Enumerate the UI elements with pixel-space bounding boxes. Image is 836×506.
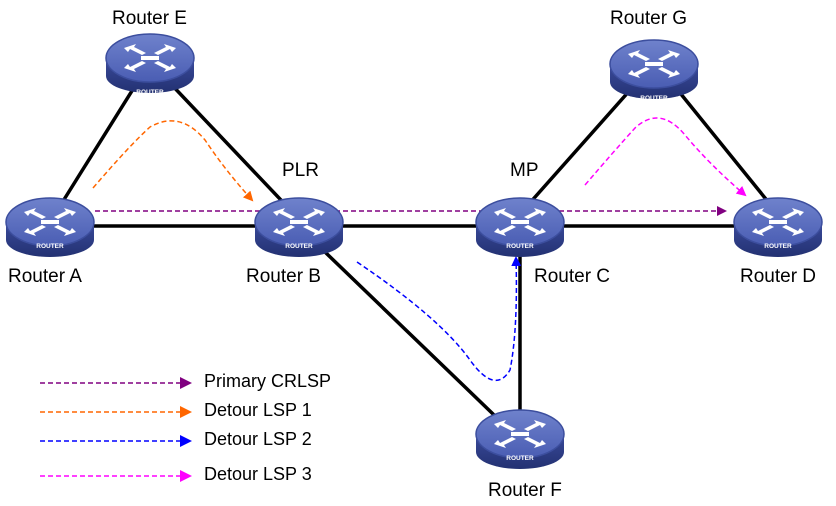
legend-detour-2-label: Detour LSP 2 <box>204 429 312 449</box>
router-g-node: ROUTER <box>609 39 699 102</box>
legend-primary-label: Primary CRLSP <box>204 371 332 391</box>
router-e-node: ROUTER <box>105 33 195 96</box>
router-f-label: Router F <box>488 480 562 501</box>
mp-role-label: MP <box>510 160 539 181</box>
router-b-label: Router B <box>246 266 321 287</box>
router-f-node: ROUTER <box>475 409 565 470</box>
detour-lsp-3-path <box>584 117 747 197</box>
legend-detour-2-arrow <box>40 435 192 447</box>
detour-lsp-2-path <box>356 256 522 382</box>
router-a-label: Router A <box>8 266 82 287</box>
legend-detour-1-arrow <box>40 406 192 418</box>
router-d-label: Router D <box>740 266 817 287</box>
router-g-label: Router G <box>610 8 688 29</box>
router-e-label: Router E <box>112 8 187 29</box>
plr-role-label: PLR <box>282 160 319 181</box>
router-d-badge: ROUTER <box>764 243 792 250</box>
router-a-node: ROUTER <box>5 197 95 258</box>
router-f-badge: ROUTER <box>506 455 534 462</box>
router-a-badge: ROUTER <box>36 243 64 250</box>
router-c-label: Router C <box>534 266 611 287</box>
detour-lsp-1-path <box>92 120 254 202</box>
router-d-node: ROUTER <box>733 197 823 258</box>
router-c-badge: ROUTER <box>506 243 534 250</box>
legend-primary-arrow <box>40 377 192 389</box>
router-b-badge: ROUTER <box>285 243 313 250</box>
legend-detour-1-label: Detour LSP 1 <box>204 400 312 420</box>
router-b-node: ROUTER <box>254 197 344 258</box>
legend-detour-3-label: Detour LSP 3 <box>204 464 312 484</box>
legend-detour-3-arrow <box>40 470 192 482</box>
link-b-f <box>296 224 522 442</box>
router-g-badge: ROUTER <box>640 95 668 102</box>
router-c-node: ROUTER <box>475 197 565 258</box>
router-e-badge: ROUTER <box>136 89 164 96</box>
